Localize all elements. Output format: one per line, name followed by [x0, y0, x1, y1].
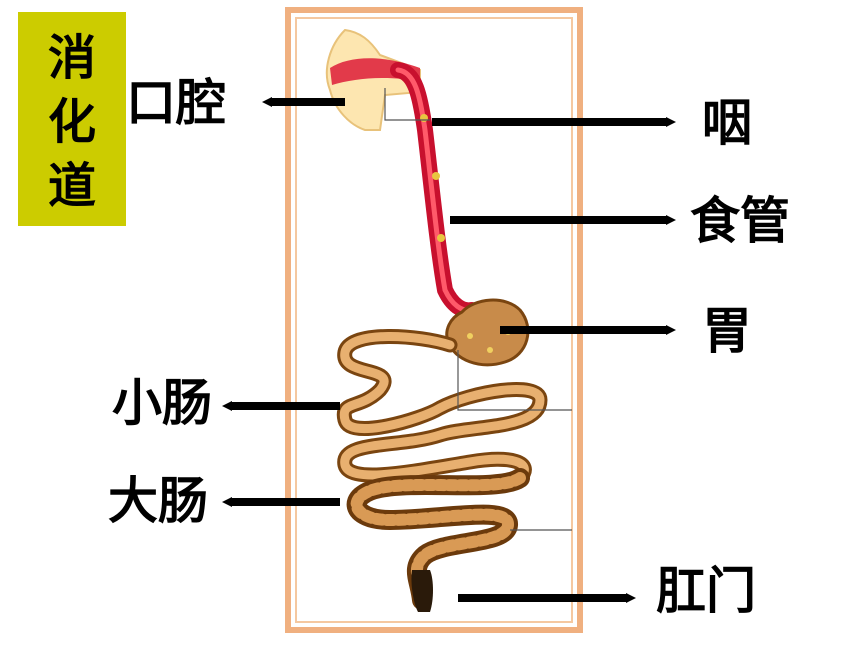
small-intestine-illustration	[336, 329, 548, 486]
title-char-3: 道	[47, 158, 96, 214]
large-intestine-illustration	[346, 468, 530, 610]
label-mouth: 口腔	[126, 74, 226, 132]
label-stomach: 胃	[702, 302, 752, 360]
anus-illustration	[411, 570, 433, 612]
label-small-intestine: 小肠	[112, 374, 212, 432]
leader-lines	[384, 88, 572, 531]
title-box: 消 化 道	[18, 12, 126, 226]
label-anus: 肛门	[656, 562, 756, 620]
stomach-illustration	[445, 298, 530, 367]
title-char-1: 消	[47, 30, 96, 86]
label-large-intestine: 大肠	[108, 472, 208, 530]
title-char-2: 化	[47, 94, 96, 150]
arrows	[222, 97, 676, 603]
label-esophagus: 食管	[690, 192, 790, 250]
label-pharynx: 咽	[702, 94, 752, 152]
